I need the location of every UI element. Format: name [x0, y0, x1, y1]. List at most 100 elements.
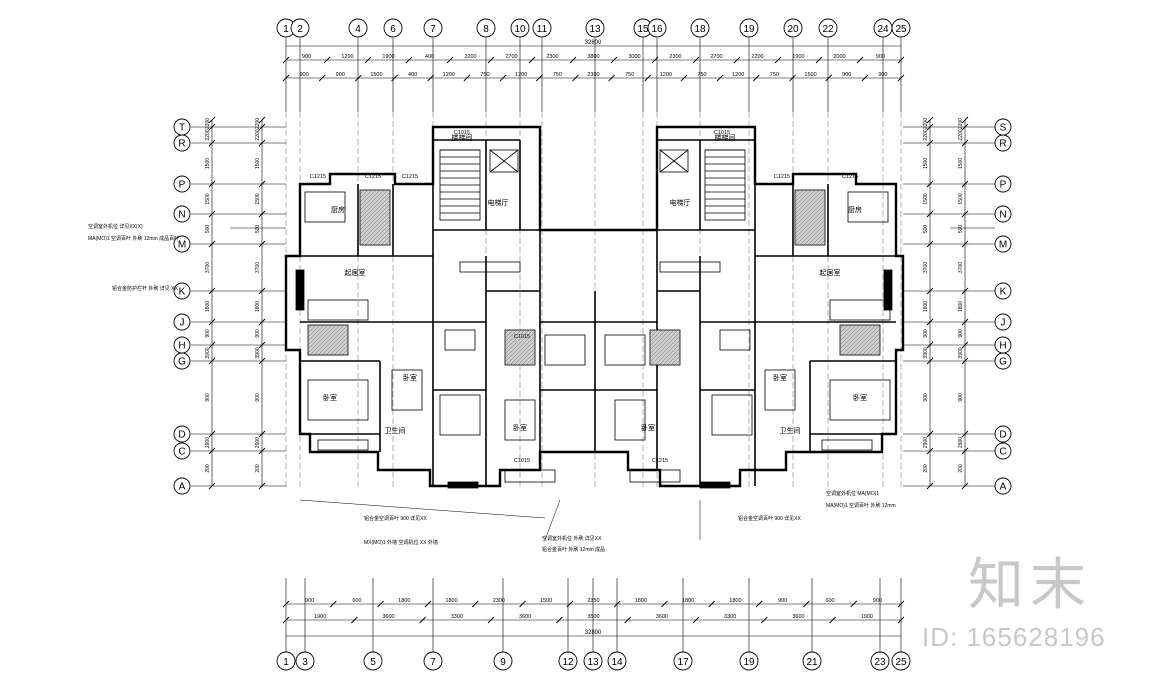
- bottom-dim-row1-tick: [897, 600, 905, 608]
- top-dim-row2-label: 750: [697, 72, 706, 78]
- note-leader: [299, 499, 546, 519]
- elevator-shaft: [659, 149, 689, 173]
- bottom-dim-row1-tick: [471, 600, 479, 608]
- left-dim-tick: [208, 210, 216, 218]
- axis-bubble-left: [173, 442, 191, 460]
- right-dim-label: 1500: [958, 193, 964, 204]
- axis-bubble-right: [994, 477, 1012, 495]
- left-dim-inner-label: 2200: [255, 129, 261, 140]
- hatch-stroke: [649, 329, 679, 359]
- top-dim-row1-tick: [487, 56, 495, 64]
- right-dim-tick: [961, 447, 969, 455]
- axis-bubble-top: [739, 18, 759, 38]
- left-dim-inner-tick: [258, 447, 266, 455]
- right-dim-tick: [961, 287, 969, 295]
- left-dim-inner-tick: [258, 430, 266, 438]
- hatch-stroke: [658, 343, 681, 366]
- furniture: [764, 369, 796, 411]
- axis-label-bottom: 12: [562, 657, 574, 668]
- right-dim-inner-tick: [926, 116, 934, 124]
- bottom-dim-row1-tick: [613, 600, 621, 608]
- left-dim-tick: [208, 139, 216, 147]
- axis-bubble-bottom: [870, 651, 890, 671]
- hatch-stroke: [325, 332, 349, 356]
- hatch-stroke: [849, 324, 881, 356]
- hatch-stroke: [799, 219, 826, 246]
- hatch-stroke: [649, 329, 671, 351]
- bottom-dim-row1-tick: [755, 600, 763, 608]
- axis-bubble-top: [476, 18, 496, 38]
- axis-label-right: D: [999, 430, 1006, 441]
- hatch-stroke: [794, 207, 826, 239]
- left-dim-label: 1500: [205, 158, 211, 169]
- right-dim-label: 200: [958, 464, 964, 473]
- bottom-dim-row1-label: 600: [825, 598, 834, 604]
- axis-label-left: T: [179, 123, 185, 134]
- note-bottom-3: 空调室外机位 外刷 详见XX: [542, 535, 602, 542]
- top-dim-row1-tick: [446, 56, 454, 64]
- right-dim-label: 2200: [958, 118, 964, 129]
- bottom-dim-row1-label: 1800: [682, 598, 694, 604]
- right-dim-inner-label: 900: [923, 329, 929, 338]
- axis-label-right: K: [1000, 287, 1007, 298]
- axis-bubble-left: [173, 134, 191, 152]
- axis-label-top: 13: [589, 24, 601, 35]
- axis-label-right: J: [1001, 318, 1006, 329]
- hatch-stroke: [877, 352, 881, 356]
- axis-bubble-bottom: [493, 651, 513, 671]
- bottom-dim-row1-label: 1800: [635, 598, 647, 604]
- watermark-id: ID: 165628196: [922, 622, 1106, 652]
- bottom-dim-row1-label: 900: [873, 598, 882, 604]
- hatch-stroke: [823, 243, 826, 246]
- left-dim-inner-tick: [258, 287, 266, 295]
- axis-bubble-bottom: [802, 651, 822, 671]
- hatch-stroke: [533, 363, 536, 366]
- left-dim-inner-label: 3700: [255, 262, 261, 273]
- axis-label-bottom: 23: [874, 657, 886, 668]
- left-dim-label: 2200: [205, 129, 211, 140]
- right-dim-inner-tick: [926, 240, 934, 248]
- right-dim-tick: [961, 357, 969, 365]
- top-dim-row2-tick: [608, 74, 615, 82]
- bottom-total-label: 32800: [585, 630, 602, 636]
- axis-label-top: 6: [390, 24, 396, 35]
- top-dim-row2-label: 1200: [732, 72, 744, 78]
- left-dim-inner-tick: [258, 116, 266, 124]
- right-dim-inner-tick: [926, 318, 934, 326]
- room-label-bed-right-1: 卧室: [853, 393, 867, 402]
- bottom-dim-row2-label: 3600: [519, 614, 531, 620]
- top-dim-row2-tick: [391, 74, 398, 82]
- axis-label-top: 2: [297, 24, 303, 35]
- hatch-stroke: [649, 329, 655, 335]
- top-dim-row2-tick: [825, 74, 832, 82]
- hatch-stroke: [795, 215, 826, 246]
- room-label-core-left: 电梯厅: [488, 198, 509, 207]
- top-dim-row1-tick: [528, 56, 536, 64]
- axis-label-left: P: [179, 180, 186, 191]
- top-dim-row2-label: 900: [842, 72, 851, 78]
- right-dim-label: 900: [958, 393, 964, 402]
- right-dim-label: 2900: [958, 437, 964, 448]
- right-dim-tick: [961, 482, 969, 490]
- window-tag: C1215: [652, 458, 668, 464]
- top-dim-row1-tick: [364, 56, 372, 64]
- window-tag: C1215: [402, 174, 418, 180]
- furniture: [544, 334, 586, 366]
- axis-label-bottom: 13: [587, 657, 599, 668]
- furniture: [304, 191, 346, 223]
- furniture: [459, 261, 521, 273]
- hatch-stroke: [674, 359, 681, 366]
- top-dim-row1-label: 900: [302, 54, 311, 60]
- note-bottom-2: MX(MO)1 外墙 空调机位 XX 外墙: [364, 539, 438, 546]
- top-dim-row2-tick: [463, 74, 471, 82]
- right-dim-inner-tick: [926, 341, 934, 349]
- right-dim-tick: [961, 430, 969, 438]
- top-dim-row1-tick: [651, 56, 659, 64]
- annotation-notes: 空调室外机位 详见XX(X)MA(MO)1 空调百叶 外刷 12mm 成品百叶铝…: [88, 223, 995, 553]
- bottom-dim-row1-tick: [424, 600, 432, 608]
- left-dim-label: 900: [205, 393, 211, 402]
- axis-label-right: R: [999, 139, 1006, 150]
- right-dim-inner-label: 2200: [923, 129, 929, 140]
- bottom-dim-row2-label: 3600: [792, 614, 804, 620]
- axis-label-left: C: [178, 447, 185, 458]
